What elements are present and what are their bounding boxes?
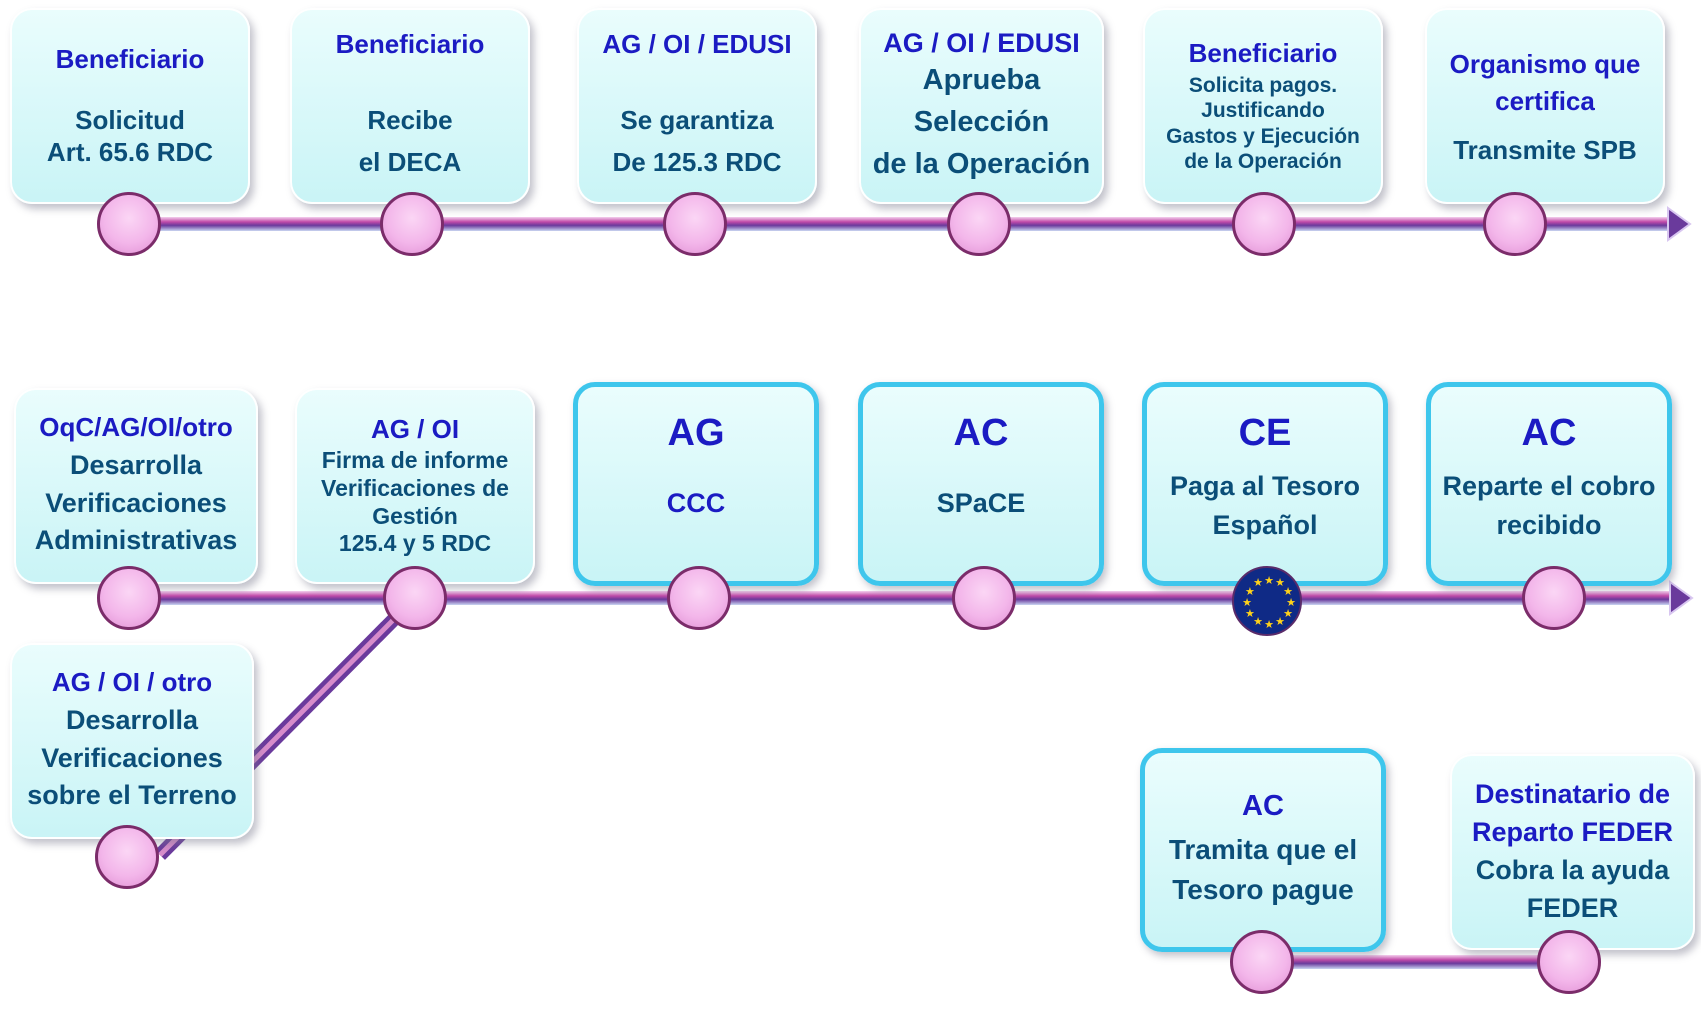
actor-label: CE [1238, 412, 1292, 454]
step-text: SPaCE [936, 487, 1026, 518]
step-solicita-pagos: Beneficiario Solicita pagos. Justificand… [1143, 8, 1383, 204]
eu-star-icon: ★ [1286, 596, 1296, 609]
step-se-garantiza: AG / OI / EDUSI Se garantiza De 125.3 RD… [577, 8, 817, 204]
step-text: De 125.3 RDC [612, 146, 782, 177]
eu-star-icon: ★ [1253, 577, 1263, 590]
timeline-row2-arrowhead [1669, 580, 1694, 616]
step-text: Paga al Tesoro [1169, 470, 1361, 501]
timeline-row3 [1262, 955, 1572, 969]
step-text: el DECA [358, 146, 462, 177]
timeline-row1 [130, 217, 1675, 231]
step-recibe-deca: Beneficiario Recibe el DECA [290, 8, 530, 204]
step-transmite-spb: Organismo que certifica Transmite SPB [1425, 8, 1665, 204]
timeline-row2 [132, 591, 1677, 605]
actor-label: Beneficiario [1188, 38, 1338, 69]
actor-label: AC [1242, 790, 1284, 822]
eu-star-icon: ★ [1242, 596, 1252, 609]
step-text: Tramita que el [1168, 833, 1358, 865]
timeline-node [663, 192, 727, 256]
step-text: FEDER [1526, 892, 1619, 923]
timeline-node [380, 192, 444, 256]
step-verificaciones-administrativas: OqC/AG/OI/otro Desarrolla Verificaciones… [14, 388, 258, 584]
step-aprueba-seleccion: AG / OI / EDUSI Aprueba Selección de la … [859, 8, 1104, 204]
timeline-node [1537, 930, 1601, 994]
step-text: Recibe [367, 105, 453, 135]
step-text: Transmite SPB [1453, 135, 1637, 166]
step-text: Se garantiza [620, 105, 774, 135]
actor-label: Organismo que certifica [1449, 48, 1641, 117]
step-text: Gestión [372, 502, 458, 529]
step-text: Administrativas [34, 525, 238, 556]
step-text: de la Operación [1184, 149, 1342, 173]
step-text: Tesoro pague [1172, 874, 1354, 906]
step-text: Firma de informe [321, 447, 509, 474]
timeline-node [95, 825, 159, 889]
timeline-node [1483, 192, 1547, 256]
eu-star-icon: ★ [1245, 585, 1255, 598]
timeline-node [1230, 930, 1294, 994]
timeline-node [952, 566, 1016, 630]
step-text: Selección [913, 106, 1050, 139]
step-cobra-ayuda: Destinatario de Reparto FEDER Cobra la a… [1450, 754, 1695, 950]
step-text: Gastos y Ejecución [1166, 124, 1360, 148]
step-text: de la Operación [872, 148, 1091, 181]
step-tramita-tesoro: AC Tramita que el Tesoro pague [1140, 748, 1386, 952]
eu-star-icon: ★ [1275, 615, 1285, 628]
timeline-node [1522, 566, 1586, 630]
step-text: recibido [1496, 509, 1602, 540]
timeline-node [97, 566, 161, 630]
timeline-node [667, 566, 731, 630]
eu-star-icon: ★ [1275, 577, 1285, 590]
eu-star-icon: ★ [1264, 618, 1274, 631]
step-text: Verificaciones [45, 487, 227, 518]
actor-label: AG [667, 412, 725, 454]
step-text: Solicitud [75, 105, 185, 136]
actor-label: AC [953, 412, 1009, 454]
step-text: Verificaciones [41, 742, 223, 773]
eu-star-icon: ★ [1283, 607, 1293, 620]
actor-label: AG / OI / otro [51, 666, 213, 697]
step-paga-tesoro: CE Paga al Tesoro Español [1142, 382, 1388, 586]
actor-label: Beneficiario [335, 28, 485, 59]
eu-star-icon: ★ [1253, 615, 1263, 628]
step-text: Cobra la ayuda [1475, 855, 1670, 885]
step-text: sobre el Terreno [27, 780, 237, 811]
step-text: Desarrolla [69, 449, 203, 480]
step-firma-informe: AG / OI Firma de informe Verificaciones … [295, 388, 535, 584]
eu-star-icon: ★ [1283, 585, 1293, 598]
step-text: Español [1212, 509, 1318, 540]
step-solicitud: Beneficiario Solicitud Art. 65.6 RDC [10, 8, 250, 204]
step-text: Art. 65.6 RDC [46, 136, 214, 167]
actor-label: Beneficiario [55, 44, 205, 75]
step-text: CCC [666, 487, 726, 518]
step-text: Aprueba [922, 64, 1041, 97]
step-reparte-cobro: AC Reparte el cobro recibido [1426, 382, 1672, 586]
timeline-node [947, 192, 1011, 256]
eu-flag-icon: ★★★★★★★★★★★★ [1232, 566, 1302, 636]
actor-label: Destinatario de Reparto FEDER [1471, 779, 1674, 848]
actor-label: AG / OI / EDUSI [883, 27, 1080, 58]
eu-star-icon: ★ [1264, 574, 1274, 587]
step-text: 125.4 y 5 RDC [338, 530, 492, 557]
actor-label: AC [1521, 412, 1577, 454]
actor-label: AG / OI [370, 414, 460, 445]
step-verificaciones-terreno: AG / OI / otro Desarrolla Verificaciones… [10, 643, 254, 839]
step-text: Reparte el cobro [1442, 470, 1656, 501]
step-ccc: AG CCC [573, 382, 819, 586]
actor-label: OqC/AG/OI/otro [39, 411, 233, 442]
step-text: Justificando [1201, 99, 1325, 123]
step-text: Solicita pagos. [1188, 74, 1338, 98]
step-text: Verificaciones de [321, 475, 509, 501]
actor-label: AG / OI / EDUSI [602, 28, 792, 59]
step-text: Desarrolla [65, 704, 199, 735]
timeline-node [383, 566, 447, 630]
timeline-node [97, 192, 161, 256]
step-space: AC SPaCE [858, 382, 1104, 586]
timeline-node [1232, 192, 1296, 256]
timeline-row1-arrowhead [1667, 206, 1692, 242]
eu-star-icon: ★ [1245, 607, 1255, 620]
